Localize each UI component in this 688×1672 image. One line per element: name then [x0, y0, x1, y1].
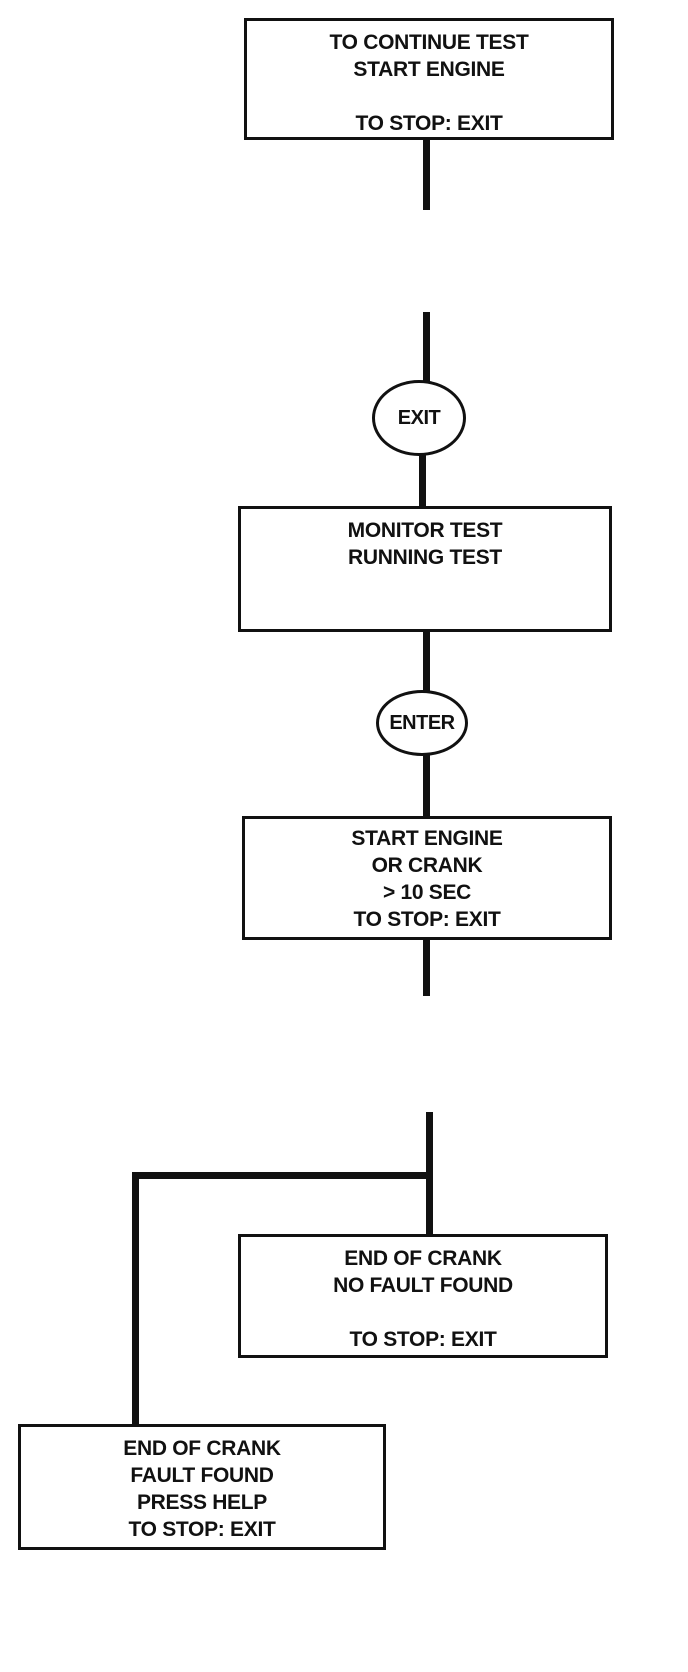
node-label: ENTER [389, 711, 455, 734]
start-engine-box: START ENGINE OR CRANK > 10 SEC TO STOP: … [242, 816, 612, 940]
fault-found-box: END OF CRANK FAULT FOUND PRESS HELP TO S… [18, 1424, 386, 1550]
no-fault-box: END OF CRANK NO FAULT FOUND TO STOP: EXI… [238, 1234, 608, 1358]
node-label: EXIT [397, 406, 441, 429]
connector-line [423, 938, 430, 996]
box-text: > 10 SEC [382, 881, 472, 904]
box-text: FAULT FOUND [130, 1464, 274, 1487]
box-text: START ENGINE [351, 827, 503, 850]
box-text: END OF CRANK [344, 1247, 502, 1270]
box-text: TO STOP: EXIT [349, 1328, 497, 1351]
connector-line [423, 312, 430, 390]
continue-test-box: TO CONTINUE TEST START ENGINE TO STOP: E… [244, 18, 614, 140]
box-text: OR CRANK [371, 854, 483, 877]
connector-line [419, 454, 426, 509]
branch-line [132, 1172, 432, 1179]
box-text: START ENGINE [353, 58, 505, 81]
monitor-test-box: MONITOR TEST RUNNING TEST [238, 506, 612, 632]
box-text: TO CONTINUE TEST [329, 31, 529, 54]
box-text [241, 1299, 605, 1326]
enter-node: ENTER [376, 690, 468, 756]
connector-line [423, 630, 430, 695]
box-text: END OF CRANK [123, 1437, 281, 1460]
box-text: PRESS HELP [136, 1491, 268, 1514]
box-text [247, 83, 611, 110]
box-text: RUNNING TEST [348, 546, 502, 569]
connector-line [423, 750, 430, 820]
box-text: NO FAULT FOUND [333, 1274, 513, 1297]
box-text: TO STOP: EXIT [128, 1518, 276, 1541]
exit-node: EXIT [372, 380, 466, 456]
box-text: MONITOR TEST [347, 519, 503, 542]
box-text: TO STOP: EXIT [355, 112, 503, 135]
branch-line [132, 1172, 139, 1427]
box-text: TO STOP: EXIT [353, 908, 501, 931]
connector-line [423, 138, 430, 210]
